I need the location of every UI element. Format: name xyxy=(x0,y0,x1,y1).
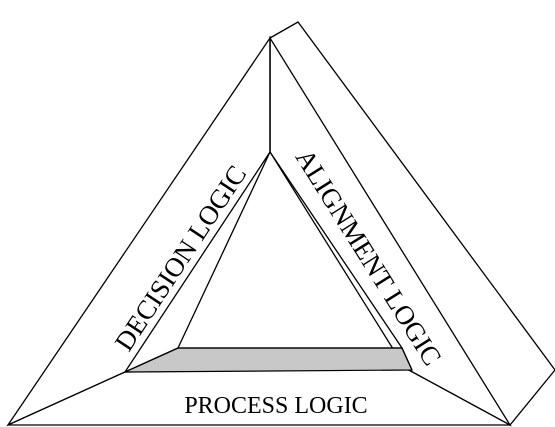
inner-right-depth-line xyxy=(401,347,413,371)
inner-triangle-outline xyxy=(176,150,404,349)
inner-shelf-shading xyxy=(124,347,413,373)
process-logic-label: PROCESS LOGIC xyxy=(184,393,367,419)
inner-left-depth-line xyxy=(124,347,179,373)
